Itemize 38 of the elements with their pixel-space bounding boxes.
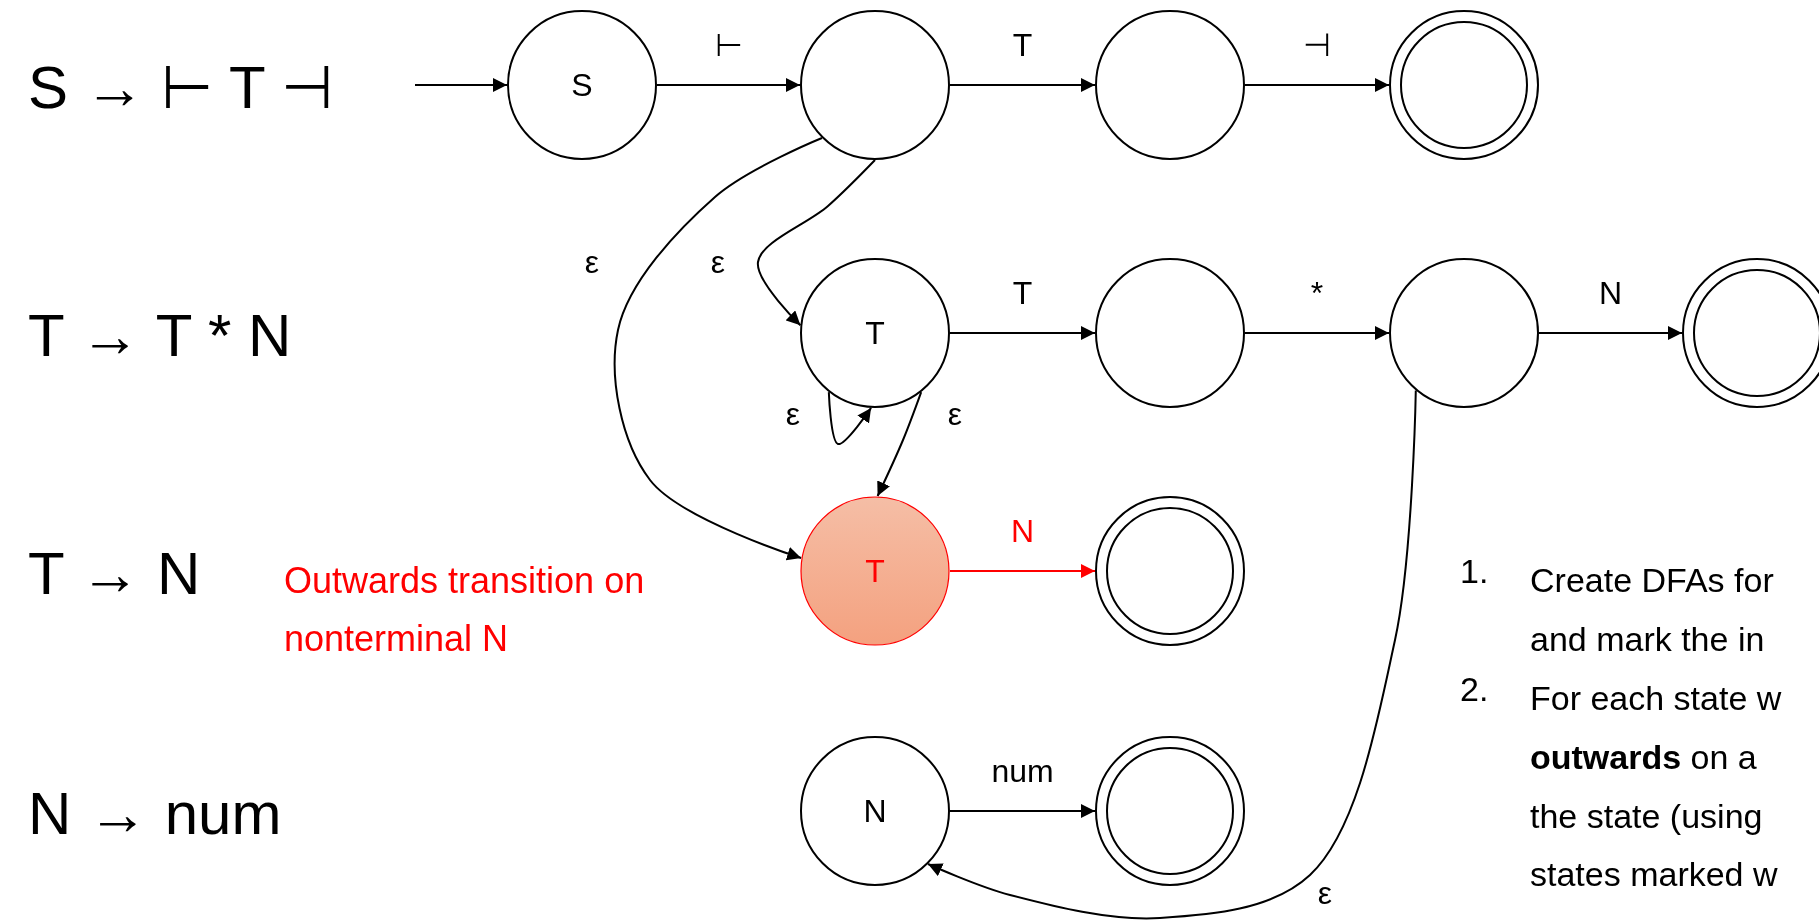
state-circle — [800, 10, 950, 160]
transition-arrow — [949, 326, 1096, 340]
transition-arrow — [613, 137, 823, 561]
transition-arrow — [827, 391, 873, 445]
transition-arrow — [757, 159, 876, 327]
transition-arrow — [414, 78, 508, 92]
transition-arrow — [656, 78, 801, 92]
accepting-state-circle — [1095, 736, 1245, 886]
highlighted-state-circle — [800, 496, 950, 646]
state-label: S — [570, 69, 594, 101]
state-circle — [507, 10, 657, 160]
state-label: T — [864, 555, 886, 587]
state-circle — [800, 736, 950, 886]
state-label: N — [862, 795, 888, 827]
state-circle — [1095, 10, 1245, 160]
transition-arrow — [1244, 78, 1390, 92]
annotation-note: Outwards transition on nonterminal N — [284, 559, 646, 661]
grammar-rule: S → ⊢ T ⊣ — [28, 53, 334, 123]
transition-arrow — [949, 804, 1096, 818]
transition-arrow — [1244, 326, 1390, 340]
grammar-rule: N → num — [28, 779, 282, 849]
transition-arrow — [927, 389, 1417, 920]
state-circle — [1095, 258, 1245, 408]
transition-arrow — [949, 564, 1096, 578]
transition-arrow — [949, 78, 1096, 92]
list-number: 2. — [1460, 669, 1489, 710]
list-number: 1. — [1460, 551, 1489, 592]
accepting-state-circle — [1389, 10, 1539, 160]
state-circle — [1389, 258, 1539, 408]
grammar-rule: T → N — [28, 539, 201, 609]
state-circle — [800, 258, 950, 408]
instruction-text: For each state w outwards on a the state (using states marked w — [1530, 678, 1783, 896]
grammar-rule: T → T * N — [28, 301, 292, 371]
accepting-state-circle — [1095, 496, 1245, 646]
transition-arrow — [876, 391, 923, 498]
state-label: T — [864, 317, 886, 349]
transition-arrow — [1538, 326, 1683, 340]
instruction-text: Create DFAs for and mark the in — [1530, 560, 1775, 660]
